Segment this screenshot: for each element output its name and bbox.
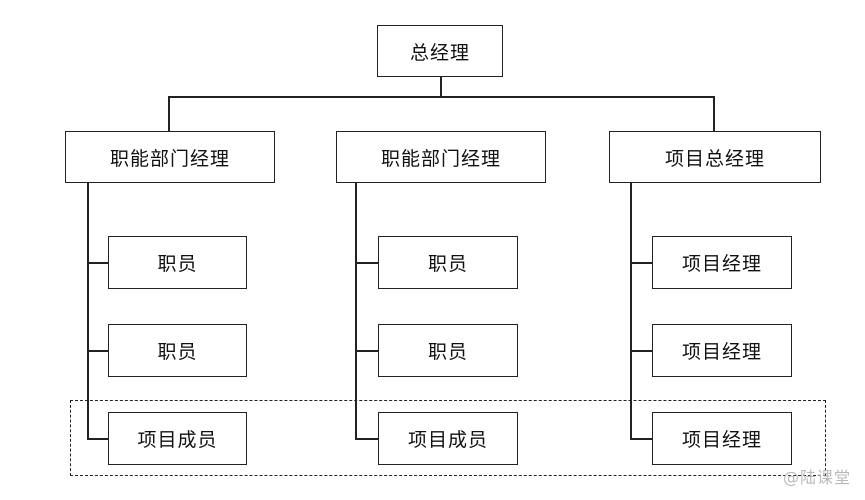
dept-node-2: 职能部门经理 xyxy=(336,131,546,183)
member-node-3-3: 项目经理 xyxy=(652,412,792,465)
connector-to-dept-3 xyxy=(713,96,715,131)
connector-to-dept-1 xyxy=(168,96,170,131)
dept-3-branch-1 xyxy=(630,262,652,264)
member-node-1-3: 项目成员 xyxy=(108,412,247,465)
dept-3-branch-3 xyxy=(630,438,652,440)
member-node-3-2: 项目经理 xyxy=(652,324,792,377)
member-node-1-1: 职员 xyxy=(108,236,247,289)
dept-3-spine xyxy=(630,183,632,439)
member-node-3-1: 项目经理 xyxy=(652,236,792,289)
dept-2-spine xyxy=(355,183,357,439)
connector-root-down xyxy=(440,77,442,97)
watermark-text: @陆课堂 xyxy=(782,468,851,487)
project-team-dashed-group xyxy=(70,400,826,476)
dept-node-1: 职能部门经理 xyxy=(65,131,275,183)
dept-1-spine xyxy=(87,183,89,439)
member-node-2-1: 职员 xyxy=(378,236,518,289)
member-node-2-3: 项目成员 xyxy=(378,412,518,465)
dept-2-branch-3 xyxy=(355,438,378,440)
dept-1-branch-1 xyxy=(87,262,108,264)
dept-1-branch-2 xyxy=(87,350,108,352)
root-node: 总经理 xyxy=(377,25,503,77)
dept-1-branch-3 xyxy=(87,438,108,440)
dept-3-branch-2 xyxy=(630,350,652,352)
member-node-2-2: 职员 xyxy=(378,324,518,377)
dept-node-3: 项目总经理 xyxy=(609,131,821,183)
member-node-1-2: 职员 xyxy=(108,324,247,377)
dept-2-branch-1 xyxy=(355,262,378,264)
connector-top-bus xyxy=(168,96,715,98)
dept-2-branch-2 xyxy=(355,350,378,352)
